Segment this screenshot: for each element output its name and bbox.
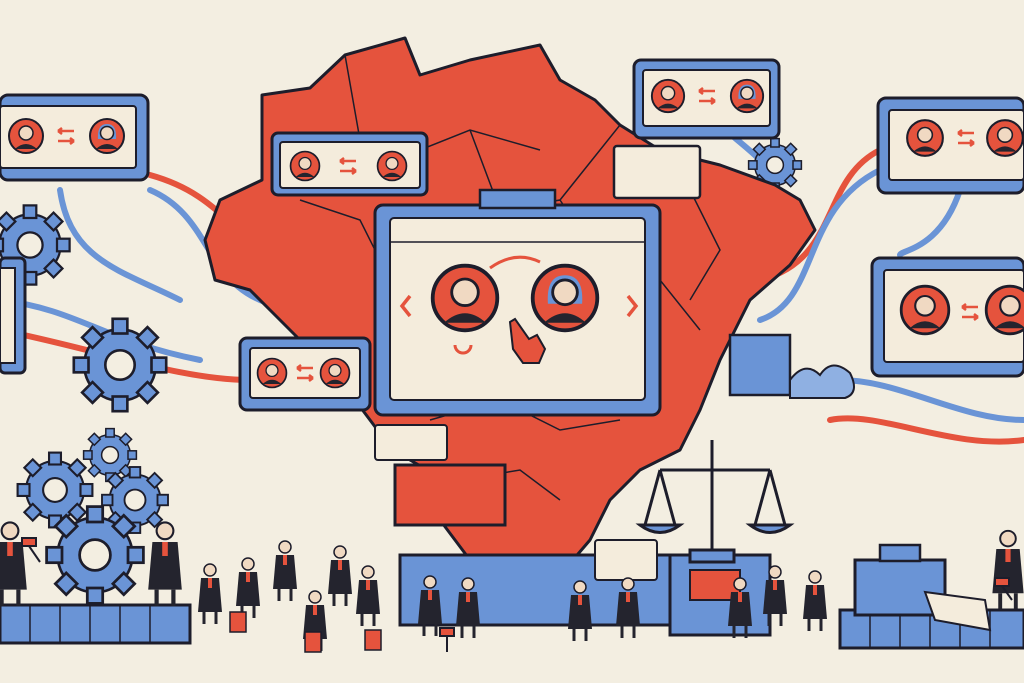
central-screen[interactable] [373, 188, 662, 417]
swap-screen[interactable] [238, 336, 372, 412]
chair [364, 629, 382, 651]
blank-screen [612, 144, 702, 200]
scales-of-justice-icon [635, 440, 795, 564]
printed-paper [923, 590, 992, 632]
judge-figure [196, 562, 224, 626]
side-motor [728, 333, 792, 397]
machine-base [398, 553, 702, 627]
judge-figure [271, 539, 299, 603]
conveyor-belt [0, 603, 192, 645]
chevron-left-icon[interactable] [399, 294, 412, 318]
judge-figure [990, 528, 1024, 611]
gavel-icon [439, 627, 455, 652]
printer-machine [853, 543, 992, 632]
gear-icon [16, 451, 94, 529]
judge-figure [326, 544, 354, 608]
swap-screen[interactable] [0, 93, 150, 182]
swap-screen[interactable] [632, 58, 781, 140]
gear-icon [72, 317, 168, 413]
swap-arrow [489, 255, 541, 270]
chevron-right-icon[interactable] [626, 294, 639, 318]
steam-cloud [789, 364, 855, 399]
chair [304, 631, 322, 653]
red-panel [393, 463, 507, 527]
gear-icon [45, 505, 145, 605]
swap-screen[interactable] [876, 96, 1024, 195]
portrait-avatar[interactable] [530, 263, 600, 333]
judge-figure [0, 522, 27, 606]
chair [229, 611, 247, 633]
gavel-icon [994, 577, 1013, 601]
gear-icon [82, 427, 138, 483]
judge-figure [354, 564, 382, 628]
swap-screen[interactable] [870, 256, 1024, 378]
blank-screen [374, 424, 448, 461]
judge-figure [801, 569, 829, 633]
side-screen[interactable] [0, 256, 27, 375]
swap-screen[interactable] [270, 131, 429, 197]
rotate-arrow [453, 344, 473, 355]
judge-figure [234, 556, 262, 620]
blank-screen [594, 539, 658, 581]
portrait-avatar[interactable] [430, 263, 500, 333]
gavel-icon [21, 537, 41, 563]
hand-pointer-icon [508, 317, 547, 364]
judge-figure [148, 522, 182, 606]
